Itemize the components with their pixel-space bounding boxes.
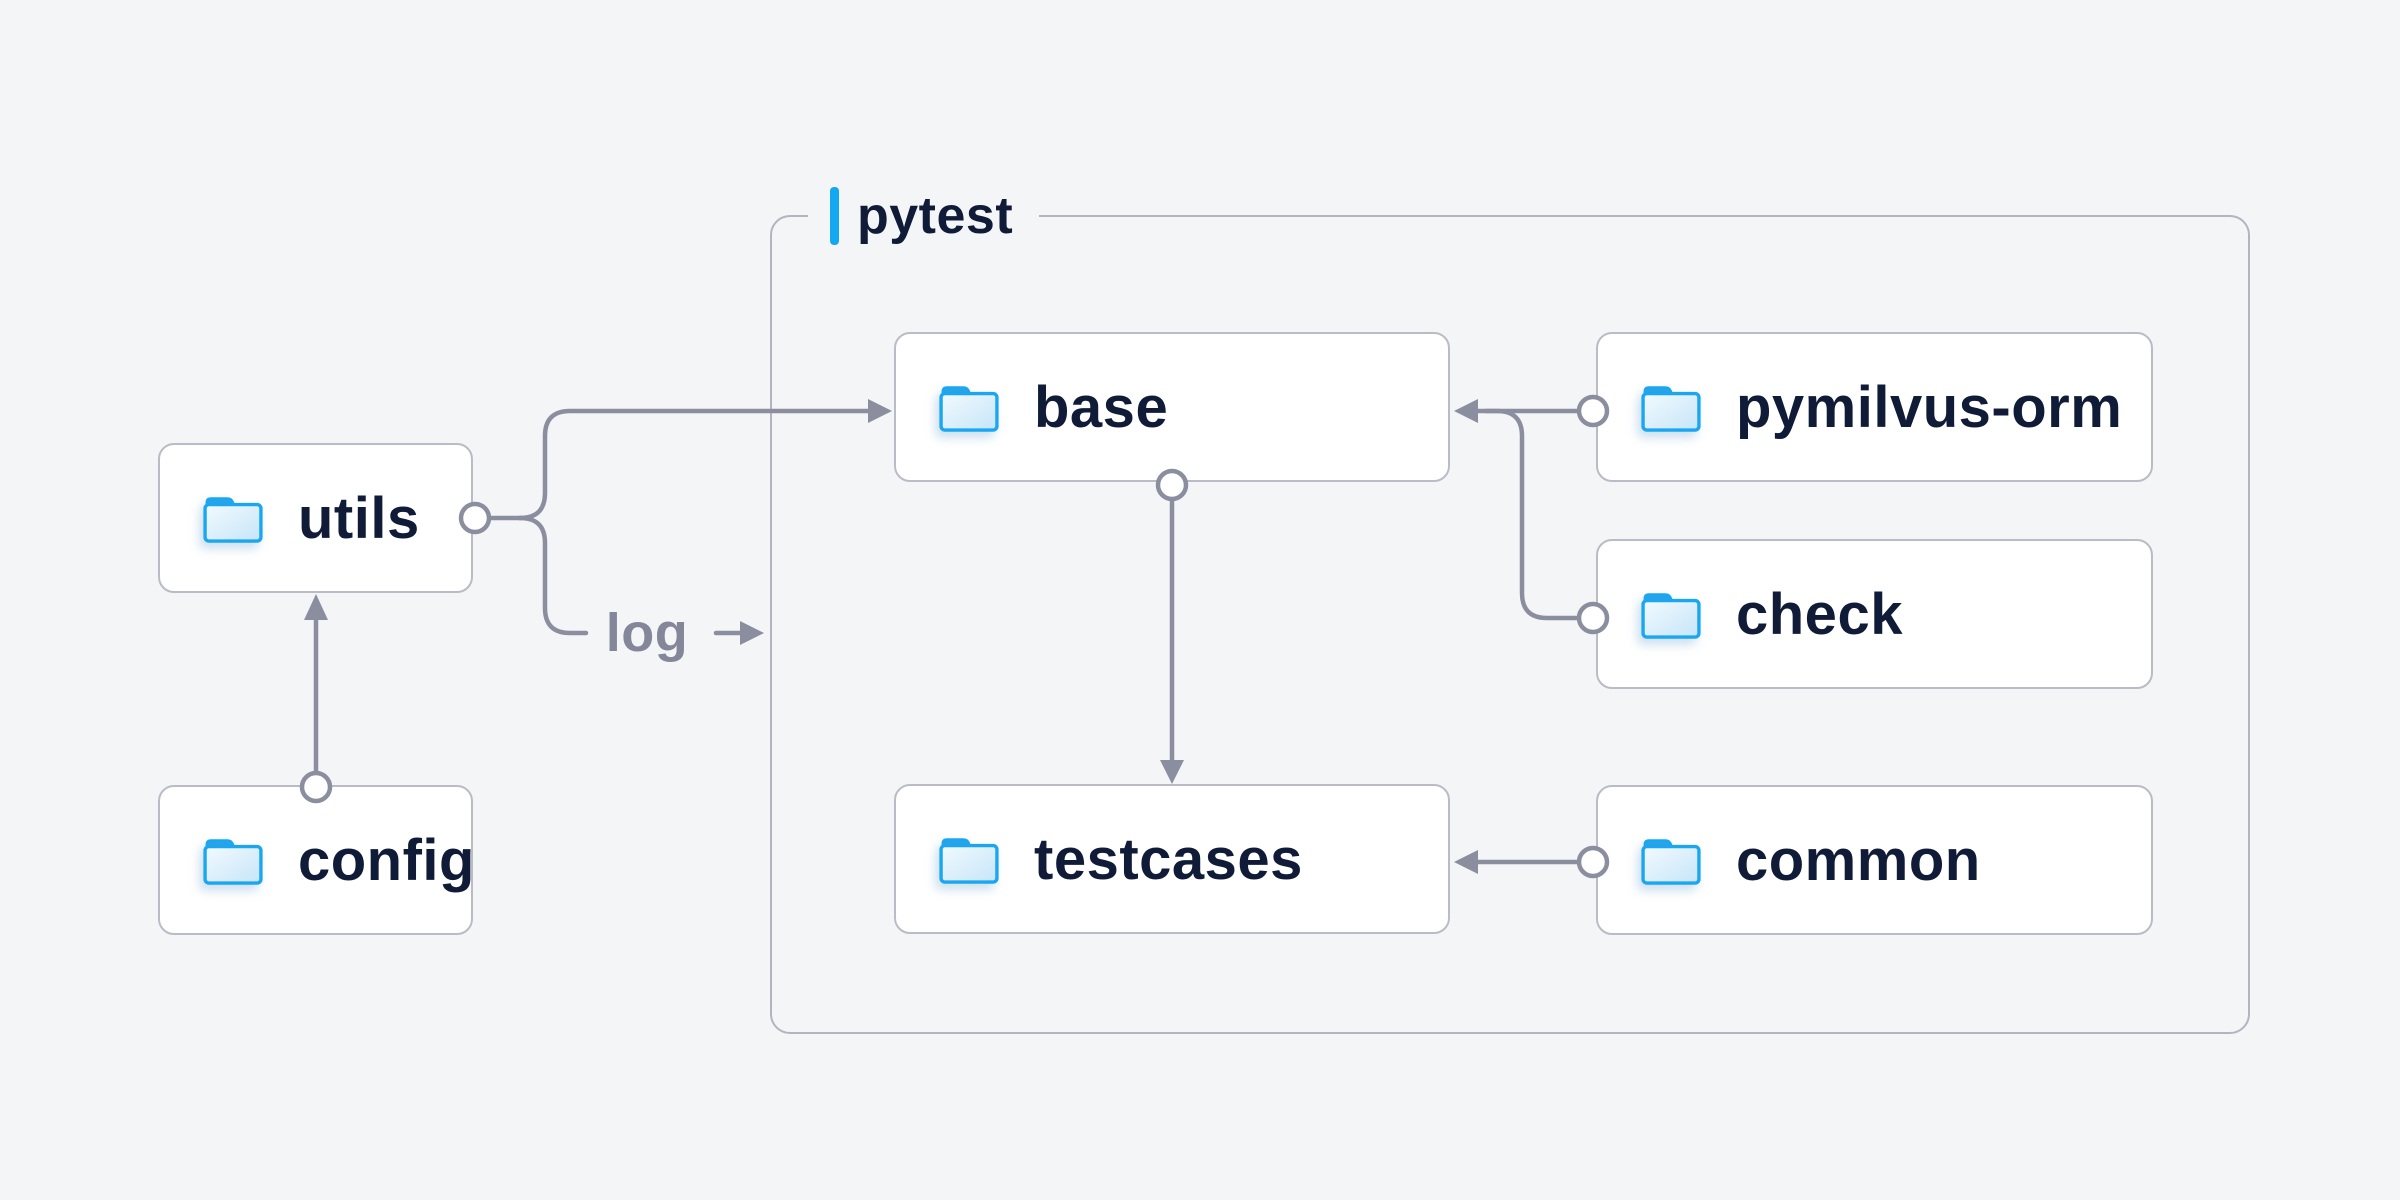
group-label-text: pytest bbox=[857, 187, 1014, 245]
node-base: base bbox=[894, 332, 1450, 482]
node-label: pymilvus-orm bbox=[1736, 374, 2123, 440]
folder-icon bbox=[1641, 839, 1701, 885]
edge-log-pytest-arrowhead bbox=[740, 621, 764, 645]
node-label: utils bbox=[298, 485, 420, 551]
node-utils: utils bbox=[158, 443, 473, 593]
node-testcases: testcases bbox=[894, 784, 1450, 934]
node-check: check bbox=[1596, 539, 2153, 689]
folder-icon bbox=[939, 838, 999, 884]
folder-icon bbox=[203, 839, 263, 885]
folder-icon bbox=[1641, 593, 1701, 639]
edge-label-log: log bbox=[605, 603, 689, 663]
node-label: common bbox=[1736, 827, 1981, 893]
pytest-group-label: pytest bbox=[808, 185, 1040, 247]
folder-icon bbox=[203, 497, 263, 543]
edge-config-utils-arrowhead bbox=[304, 594, 328, 620]
node-label: testcases bbox=[1034, 826, 1303, 892]
node-common: common bbox=[1596, 785, 2153, 935]
node-pymilvus-orm: pymilvus-orm bbox=[1596, 332, 2153, 482]
edge-utils-log-line bbox=[517, 515, 589, 636]
pytest-group: pytest bbox=[770, 185, 2250, 1034]
node-label: config bbox=[298, 827, 475, 893]
group-label-accent-bar bbox=[830, 187, 839, 245]
node-config: config bbox=[158, 785, 475, 935]
node-label: check bbox=[1736, 581, 1903, 647]
folder-icon bbox=[1641, 386, 1701, 432]
node-label: base bbox=[1034, 374, 1169, 440]
folder-icon bbox=[939, 386, 999, 432]
